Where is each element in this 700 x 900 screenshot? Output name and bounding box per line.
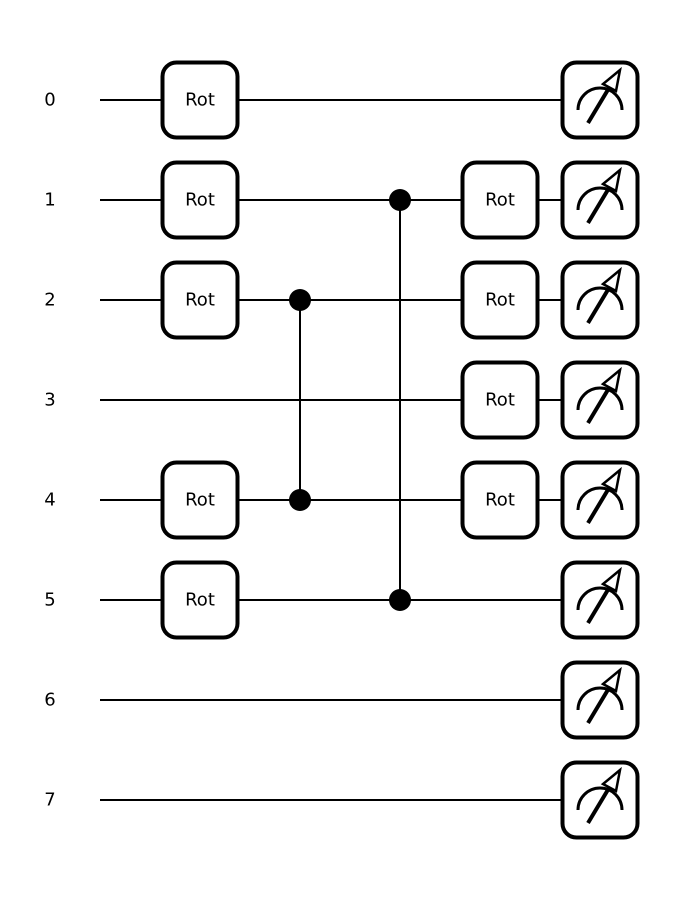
control-dot-icon (389, 189, 411, 211)
meter-arrow-head (600, 566, 622, 593)
rot-gate-wire-4-layer-3: Rot (460, 460, 540, 540)
meter-arc (576, 686, 624, 711)
meter-arc (576, 486, 624, 511)
gate-label: Rot (485, 490, 515, 511)
rot-gate-wire-5-layer-0: Rot (160, 560, 240, 640)
meter-arc (576, 286, 624, 311)
measurement-meter-icon (560, 760, 640, 840)
gate-box (160, 460, 240, 540)
gate-label: Rot (485, 290, 515, 311)
gate-label: Rot (485, 390, 515, 411)
meter-needle (586, 681, 614, 725)
meter-needle (586, 381, 614, 425)
measurement-meter-icon (560, 360, 640, 440)
rot-gate-wire-2-layer-3: Rot (460, 260, 540, 340)
meter-arc (576, 586, 624, 611)
wire-label-5: 5 (44, 590, 55, 611)
gate-box (160, 160, 240, 240)
meter-arc (576, 186, 624, 211)
rot-gate-wire-2-layer-0: Rot (160, 260, 240, 340)
wire-label-2: 2 (44, 290, 55, 311)
gate-label: Rot (185, 590, 215, 611)
gate-label: Rot (185, 490, 215, 511)
measurement-meter-icon (560, 60, 640, 140)
rot-gate-wire-1-layer-0: Rot (160, 160, 240, 240)
meter-arrow-head (600, 366, 622, 393)
gate-box (460, 260, 540, 340)
control-dot-icon (289, 289, 311, 311)
meter-needle (586, 181, 614, 225)
meter-arc (576, 86, 624, 111)
wire-label-7: 7 (44, 790, 55, 811)
meter-arrow-head (600, 166, 622, 193)
wire-label-4: 4 (44, 490, 55, 511)
wire-label-3: 3 (44, 390, 55, 411)
gate-box (460, 360, 540, 440)
measurement-meter-icon (560, 260, 640, 340)
wire-label-6: 6 (44, 690, 55, 711)
meter-arrow-head (600, 266, 622, 293)
wire-label-0: 0 (44, 90, 55, 111)
meter-arrow-head (600, 466, 622, 493)
meter-arc (576, 386, 624, 411)
measurement-meter-icon (560, 460, 640, 540)
meter-arrow-head (600, 66, 622, 93)
controls-layer (289, 189, 411, 611)
meter-needle (586, 481, 614, 525)
rot-gate-wire-1-layer-3: Rot (460, 160, 540, 240)
meter-arc (576, 786, 624, 811)
meter-arrow-head (600, 666, 622, 693)
meter-needle (586, 781, 614, 825)
meter-arrow-head (600, 766, 622, 793)
meter-needle (586, 281, 614, 325)
wire-labels-layer: 0 1 2 3 4 5 6 7 (44, 90, 55, 811)
gate-box (460, 160, 540, 240)
gate-box (160, 560, 240, 640)
gate-label: Rot (185, 90, 215, 111)
rot-gate-wire-4-layer-0: Rot (160, 460, 240, 540)
gate-label: Rot (185, 190, 215, 211)
measurement-meter-icon (560, 160, 640, 240)
meter-needle (586, 581, 614, 625)
meter-needle (586, 81, 614, 125)
measurement-meter-icon (560, 560, 640, 640)
gate-box (160, 60, 240, 140)
gate-label: Rot (185, 290, 215, 311)
rot-gate-wire-3-layer-3: Rot (460, 360, 540, 440)
gate-label: Rot (485, 190, 515, 211)
gate-box (160, 260, 240, 340)
measurement-meter-icon (560, 660, 640, 740)
gate-box (460, 460, 540, 540)
rot-gate-wire-0-layer-0: Rot (160, 60, 240, 140)
control-dot-icon (289, 489, 311, 511)
measurements-layer (560, 60, 640, 840)
wire-label-1: 1 (44, 190, 55, 211)
control-dot-icon (389, 589, 411, 611)
